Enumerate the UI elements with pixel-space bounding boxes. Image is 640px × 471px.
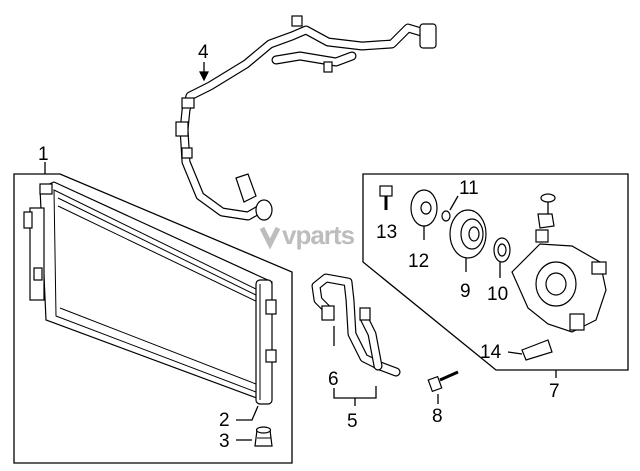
shim bbox=[441, 195, 459, 222]
leader-5-bracket bbox=[333, 386, 377, 406]
condenser-panel-outline bbox=[13, 173, 293, 464]
snap-ring bbox=[493, 237, 511, 278]
callout-9: 9 bbox=[460, 281, 471, 302]
callout-13: 13 bbox=[376, 222, 397, 243]
callout-10: 10 bbox=[487, 284, 508, 305]
callout-2: 2 bbox=[219, 410, 230, 431]
bolt bbox=[427, 370, 459, 404]
vparts-logo-icon bbox=[259, 226, 281, 250]
callout-14: 14 bbox=[480, 342, 502, 363]
compressor-panel-outline bbox=[362, 173, 629, 371]
callout-11: 11 bbox=[459, 178, 479, 199]
pressure-switch bbox=[507, 339, 553, 361]
vparts-watermark: vparts bbox=[259, 220, 356, 250]
leader-2 bbox=[236, 405, 259, 421]
callout-6: 6 bbox=[328, 369, 339, 390]
cap-part bbox=[254, 426, 273, 447]
condenser-group bbox=[13, 162, 293, 464]
watermark-text: vparts bbox=[282, 220, 355, 250]
suction-hose bbox=[175, 15, 437, 221]
pressure-plate bbox=[410, 189, 438, 240]
callout-3: 3 bbox=[219, 431, 230, 452]
bolt-13 bbox=[379, 185, 393, 210]
callout-8: 8 bbox=[432, 406, 443, 427]
callout-5: 5 bbox=[347, 411, 358, 432]
compressor-group bbox=[362, 173, 629, 378]
pulley bbox=[449, 209, 487, 272]
callout-12: 12 bbox=[408, 251, 429, 272]
callout-4: 4 bbox=[198, 42, 209, 63]
callout-7: 7 bbox=[549, 381, 560, 402]
compressor bbox=[511, 193, 607, 333]
condenser bbox=[23, 181, 277, 405]
discharge-line bbox=[311, 273, 401, 406]
callout-1: 1 bbox=[38, 144, 49, 165]
